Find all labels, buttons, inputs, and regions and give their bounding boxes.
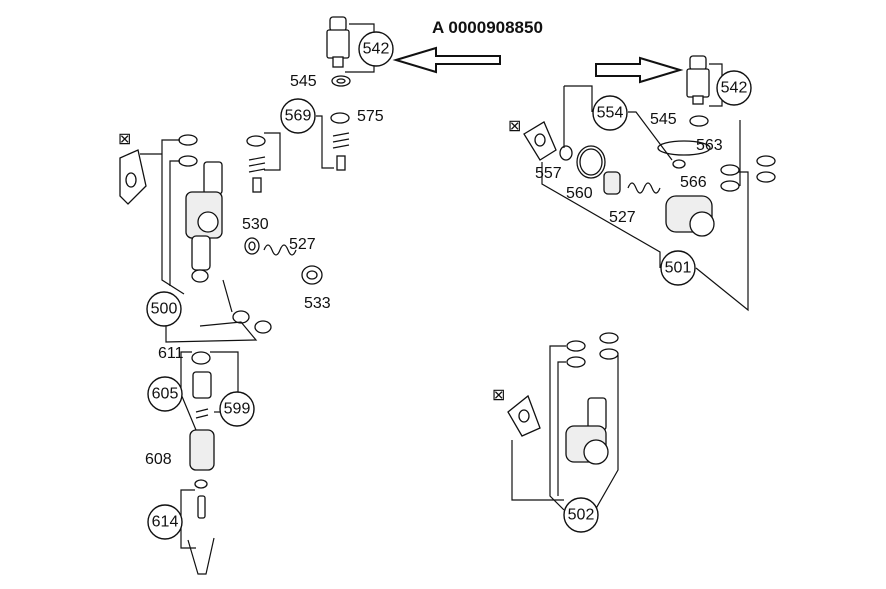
label-533: 533 bbox=[304, 295, 331, 312]
callout-542-right: 542 bbox=[716, 70, 752, 106]
callout-569: 569 bbox=[280, 98, 316, 134]
label-611: 611 bbox=[158, 345, 184, 362]
pump-body-501 bbox=[665, 195, 715, 237]
label-557: 557 bbox=[535, 165, 562, 182]
callout-614: 614 bbox=[147, 504, 183, 540]
svg-text:554: 554 bbox=[597, 105, 624, 122]
label-575: 575 bbox=[357, 108, 384, 125]
label-563: 563 bbox=[696, 137, 723, 154]
callout-502: 502 bbox=[563, 497, 599, 533]
wrench-icon-right: ⊠ bbox=[508, 118, 521, 135]
gasket-flange-bottom bbox=[507, 394, 541, 437]
left-arrow-icon bbox=[392, 46, 501, 74]
diagram-title: A 0000908850 bbox=[432, 18, 543, 37]
pump-body-502 bbox=[565, 397, 609, 465]
svg-text:605: 605 bbox=[152, 386, 179, 403]
part-569-group bbox=[246, 112, 350, 193]
label-527-right: 527 bbox=[609, 209, 636, 226]
svg-text:569: 569 bbox=[285, 108, 312, 125]
part-530-527-533 bbox=[244, 237, 323, 285]
callout-542-left: 542 bbox=[358, 31, 394, 67]
part-542-plunger bbox=[326, 16, 351, 87]
svg-text:542: 542 bbox=[363, 41, 390, 58]
gasket-flange-right bbox=[523, 121, 557, 161]
svg-text:501: 501 bbox=[665, 260, 692, 277]
svg-text:599: 599 bbox=[224, 401, 251, 418]
label-560: 560 bbox=[566, 185, 593, 202]
callout-500: 500 bbox=[146, 291, 182, 327]
callout-599: 599 bbox=[219, 391, 255, 427]
part-542-plunger-right bbox=[686, 55, 710, 127]
label-608: 608 bbox=[145, 451, 172, 468]
svg-text:500: 500 bbox=[151, 301, 178, 318]
label-527-left: 527 bbox=[289, 236, 316, 253]
wrench-icon-bottom: ⊠ bbox=[492, 387, 505, 404]
label-545-left: 545 bbox=[290, 73, 317, 90]
gasket-flange-left bbox=[119, 149, 147, 205]
callout-501: 501 bbox=[660, 250, 696, 286]
pump-body-500 bbox=[185, 161, 223, 283]
label-566: 566 bbox=[680, 174, 707, 191]
callout-554: 554 bbox=[592, 95, 628, 131]
callout-605: 605 bbox=[147, 376, 183, 412]
label-545-right: 545 bbox=[650, 111, 677, 128]
svg-text:502: 502 bbox=[568, 507, 595, 524]
right-arrow-icon bbox=[595, 56, 684, 84]
svg-text:542: 542 bbox=[721, 80, 748, 97]
label-530: 530 bbox=[242, 216, 269, 233]
svg-text:614: 614 bbox=[152, 514, 179, 531]
wrench-icon: ⊠ bbox=[118, 131, 131, 148]
